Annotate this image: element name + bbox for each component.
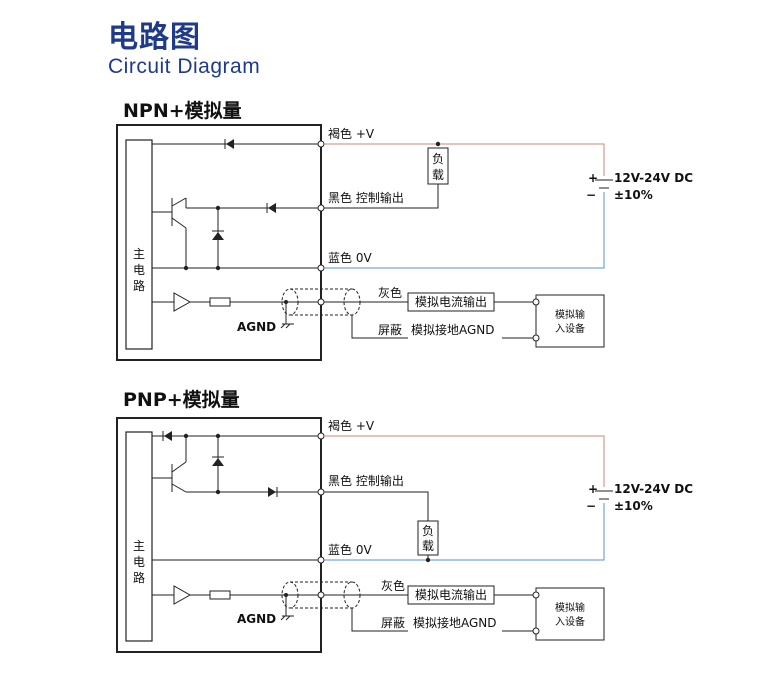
pnp-agnd-conn-label: 模拟接地AGND — [413, 615, 497, 630]
npn-section-title: NPN+模拟量 — [123, 99, 242, 122]
npn-junction-dot — [284, 300, 288, 304]
pnp-sensor-housing — [116, 417, 322, 653]
pnp-brown-label: 褐色 +V — [328, 418, 375, 433]
pnp-blue-label: 蓝色 0V — [328, 543, 372, 557]
pnp-main-circuit-char-2: 电 — [133, 555, 145, 569]
pnp-current-output-label: 模拟电流输出 — [415, 587, 487, 602]
npn-main-circuit-char-2: 电 — [133, 263, 145, 277]
npn-black-label: 黑色 控制输出 — [328, 190, 404, 205]
npn-analog-device-box — [535, 294, 605, 348]
npn-junction-dot — [183, 265, 189, 271]
npn-load-box — [427, 147, 449, 185]
npn-internal-wiring — [152, 139, 361, 329]
pnp-agnd-label: AGND — [237, 612, 276, 626]
pnp-device-terminal — [532, 591, 540, 599]
pnp-junction-dot — [425, 557, 431, 563]
pnp-main-circuit-box — [125, 431, 153, 642]
pnp-supply-tolerance: ±10% — [614, 499, 653, 513]
npn-current-output-label: 模拟电流输出 — [415, 294, 487, 309]
page-title: 电路图 — [108, 20, 201, 55]
pnp-gray-label: 灰色 — [381, 579, 405, 593]
pnp-current-output-box — [407, 585, 495, 605]
pnp-analog-device-box — [535, 587, 605, 641]
pnp-terminal-brown — [317, 432, 325, 440]
pnp-supply-plus: + — [588, 482, 598, 496]
npn-load-char-2: 载 — [432, 168, 444, 182]
npn-junction-dot — [215, 205, 221, 211]
npn-device-terminal — [532, 298, 540, 306]
npn-main-circuit-char-1: 主 — [133, 247, 145, 261]
pnp-device-line-1: 模拟输 — [555, 601, 585, 614]
pnp-section-title: PNP+模拟量 — [123, 388, 240, 411]
npn-junction-dot — [215, 265, 221, 271]
pnp-load-char-2: 载 — [422, 539, 434, 553]
npn-brown-label: 褐色 +V — [328, 126, 375, 141]
pnp-main-circuit-char-1: 主 — [133, 539, 145, 553]
pnp-main-circuit-char-3: 路 — [133, 570, 145, 585]
pnp-load-char-1: 负 — [422, 524, 434, 538]
npn-sensor-housing — [116, 124, 322, 361]
pnp-load-box — [417, 520, 439, 556]
pnp-section: PNP+模拟量 主 电 路 — [116, 388, 693, 653]
page-subtitle: Circuit Diagram — [108, 55, 261, 78]
npn-terminal-brown — [317, 140, 325, 148]
pnp-terminal-black — [317, 488, 325, 496]
pnp-junction-dot — [215, 489, 221, 495]
pnp-shield-label: 屏蔽 — [381, 616, 405, 630]
npn-shield-label: 屏蔽 — [378, 323, 402, 337]
pnp-black-label: 黑色 控制输出 — [328, 473, 404, 488]
npn-load-char-1: 负 — [432, 152, 444, 166]
pnp-supply-minus: − — [586, 499, 596, 513]
npn-supply-minus: − — [586, 188, 596, 202]
npn-device-terminal — [532, 334, 540, 342]
npn-section: NPN+模拟量 主 电 路 — [116, 99, 693, 361]
npn-supply-voltage: 12V-24V DC — [614, 171, 693, 185]
pnp-junction-dot — [183, 433, 189, 439]
npn-junction-dot — [435, 141, 441, 147]
pnp-junction-dot — [215, 433, 221, 439]
pnp-terminal-blue — [317, 556, 325, 564]
npn-gray-label: 灰色 — [378, 286, 402, 300]
pnp-internal-wiring — [152, 431, 361, 621]
npn-blue-label: 蓝色 0V — [328, 251, 372, 265]
pnp-terminal-gray — [317, 591, 325, 599]
pnp-junction-dot — [284, 593, 288, 597]
npn-supply-plus: + — [588, 171, 598, 185]
npn-device-line-2: 入设备 — [555, 322, 585, 335]
npn-terminal-blue — [317, 264, 325, 272]
pnp-device-terminal — [532, 627, 540, 635]
npn-external-wiring — [324, 143, 613, 339]
npn-terminal-black — [317, 204, 325, 212]
pnp-device-line-2: 入设备 — [555, 615, 585, 628]
npn-agnd-conn-label: 模拟接地AGND — [411, 322, 495, 337]
pnp-supply-voltage: 12V-24V DC — [614, 482, 693, 496]
pnp-external-wiring — [324, 435, 613, 632]
npn-current-output-box — [407, 292, 495, 312]
npn-main-circuit-box — [125, 139, 153, 350]
npn-agnd-label: AGND — [237, 320, 276, 334]
npn-device-line-1: 模拟输 — [555, 308, 585, 321]
npn-supply-tolerance: ±10% — [614, 188, 653, 202]
npn-terminal-gray — [317, 298, 325, 306]
npn-main-circuit-char-3: 路 — [133, 278, 145, 293]
